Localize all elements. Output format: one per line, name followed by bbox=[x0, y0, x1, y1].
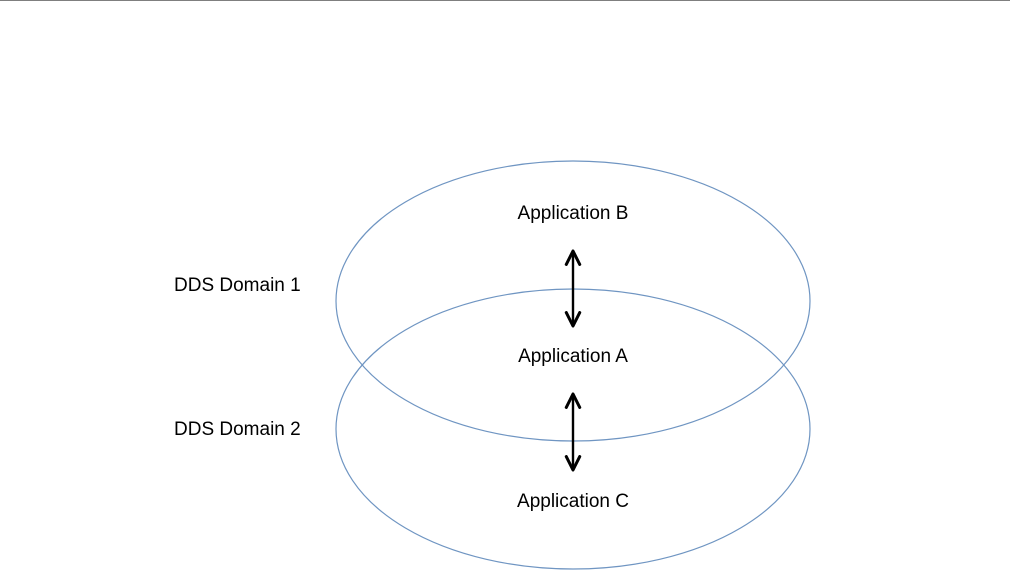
application-c-label: Application C bbox=[517, 491, 629, 512]
application-a-label: Application A bbox=[518, 346, 628, 367]
domain-1-label: DDS Domain 1 bbox=[174, 275, 301, 296]
domain-2-label: DDS Domain 2 bbox=[174, 419, 301, 440]
top-divider bbox=[0, 0, 1010, 1]
application-b-label: Application B bbox=[517, 203, 629, 224]
